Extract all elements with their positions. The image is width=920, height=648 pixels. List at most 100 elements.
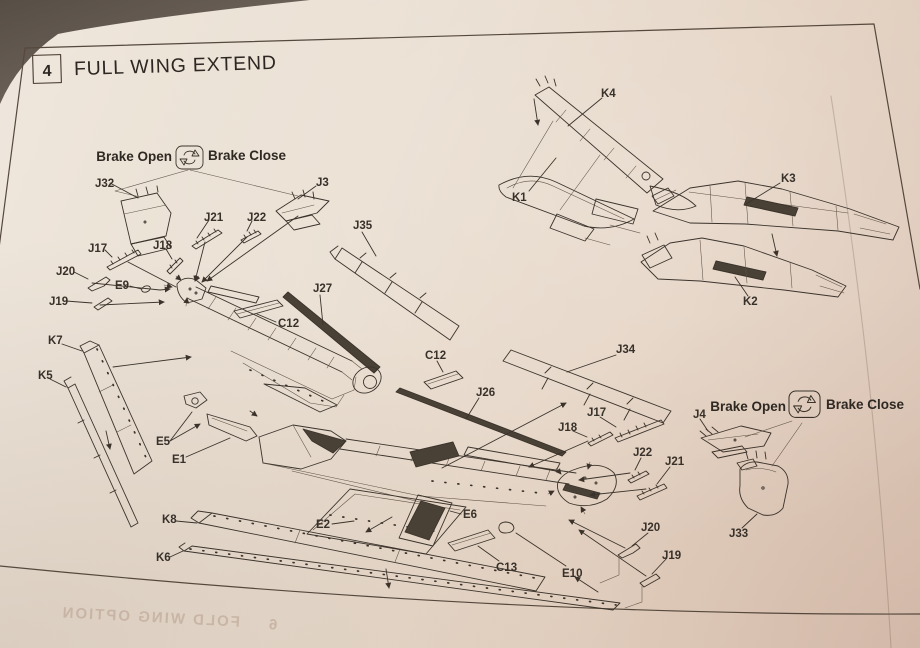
part-label-j17-left: J17: [88, 243, 107, 255]
part-drawing-j20-right: [599, 543, 641, 584]
part-label-j34: J34: [616, 344, 636, 356]
part-drawing-j21-left: [191, 228, 223, 250]
part-label-k6: K6: [156, 552, 171, 564]
brake-close-label: Brake Close: [826, 397, 905, 412]
part-drawing-e6: [398, 494, 453, 547]
leader-lines: [49, 97, 781, 575]
part-drawing-j17-left: [106, 249, 142, 271]
part-drawing-e2: [306, 488, 467, 555]
page-title: FULL WING EXTEND: [74, 52, 277, 80]
part-drawing-j27: [282, 291, 381, 374]
part-label-c13: C13: [496, 562, 517, 574]
part-label-j3: J3: [316, 177, 329, 189]
part-drawing-j19-right: [624, 573, 661, 609]
part-label-j22-right: J22: [633, 447, 652, 459]
legend-line-to-j3: [189, 169, 299, 197]
part-drawing-k7: [79, 340, 153, 475]
part-drawing-e9: [141, 285, 151, 293]
part-label-k3: K3: [781, 173, 796, 185]
part-label-j19-right: J19: [662, 550, 681, 562]
part-drawing-j21-right: [636, 483, 668, 501]
part-drawing-j22-left: [240, 229, 262, 244]
part-drawing-c13: [447, 529, 496, 552]
part-label-e2: E2: [316, 519, 330, 531]
part-label-e9: E9: [115, 280, 129, 292]
connector-lines-right: [515, 440, 647, 577]
part-drawing-j33: [736, 450, 789, 516]
part-label-j33: J33: [729, 528, 748, 540]
legend-line-to-j32: [114, 169, 189, 198]
part-label-e1: E1: [172, 454, 187, 466]
part-label-c12-left: C12: [278, 318, 299, 330]
part-drawing-j32: [120, 185, 172, 257]
part-label-k8: K8: [162, 514, 177, 526]
brake-open-label: Brake Open: [96, 149, 172, 164]
part-label-j21-right: J21: [665, 456, 685, 468]
rotate-icon: [788, 390, 821, 418]
part-drawing-j20-left: [87, 276, 111, 292]
part-label-k4: K4: [601, 88, 616, 100]
part-label-j26: J26: [476, 387, 495, 399]
panel-frame-bottom: [0, 565, 920, 615]
legend-line-to-j33: [771, 422, 803, 467]
part-label-j19-left: J19: [49, 296, 68, 308]
part-label-j18-right: J18: [558, 422, 578, 434]
rotate-icon: [175, 145, 204, 170]
brake-legend-left: Brake Open Brake Close: [96, 145, 299, 198]
part-label-k7: K7: [48, 335, 63, 347]
assembly-left-wing: [163, 274, 382, 442]
part-label-e10: E10: [562, 568, 582, 580]
assembly-k1-k4: [498, 75, 697, 246]
part-label-j27: J27: [313, 283, 332, 295]
table-background: [0, 0, 310, 104]
part-label-j17-right: J17: [587, 407, 606, 419]
part-drawing-c12-center: [423, 370, 464, 390]
part-drawing-k8: [190, 510, 546, 592]
part-drawing-k6: [178, 542, 621, 611]
part-label-c12-center: C12: [425, 350, 446, 362]
step-header: 4 FULL WING EXTEND: [31, 52, 277, 85]
part-drawing-j35: [329, 245, 460, 341]
part-drawing-j18-right: [587, 431, 614, 447]
part-label-k5: K5: [38, 370, 53, 382]
step-number-box: [31, 53, 63, 85]
bleedthrough-step-number: 6: [266, 616, 277, 634]
part-label-k1: K1: [512, 192, 527, 204]
part-drawing-j34: [502, 349, 672, 424]
part-label-j20-right: J20: [641, 522, 660, 534]
part-label-j18-left: J18: [153, 240, 173, 252]
panel-frame: [0, 23, 920, 290]
part-label-e6: E6: [463, 509, 477, 521]
part-drawing-j3: [275, 189, 330, 231]
connector-lines-left: [91, 215, 299, 306]
part-drawing-e10: [498, 521, 515, 534]
part-drawing-j18-left: [166, 257, 184, 275]
part-label-j20-left: J20: [56, 266, 75, 278]
part-drawing-j4: [699, 425, 772, 459]
assembly-k2-k3: [640, 180, 900, 298]
assembly-arrows: [105, 98, 779, 593]
brake-close-label: Brake Close: [208, 148, 287, 163]
brake-legend-right: Brake Open Brake Close: [710, 390, 905, 467]
part-drawing-j26: [395, 387, 567, 457]
part-drawing-j17-right: [614, 419, 665, 443]
legend-line-to-j4: [744, 420, 793, 438]
part-drawing-j19-left: [93, 297, 113, 311]
part-label-j35: J35: [353, 220, 373, 232]
bleedthrough-text: FOLD WING OPTION 6: [60, 604, 277, 634]
paper-crease: [830, 95, 892, 648]
brake-open-label: Brake Open: [710, 399, 786, 414]
part-drawing-c12-left: [233, 299, 284, 319]
part-label-j22-left: J22: [247, 212, 266, 224]
assembly-right-wing: [258, 424, 617, 515]
part-drawing-k5: [63, 376, 139, 528]
bleedthrough-title: FOLD WING OPTION: [60, 604, 240, 630]
part-label-j21-left: J21: [204, 212, 224, 224]
part-label-k2: K2: [743, 296, 758, 308]
part-label-j4: J4: [693, 409, 706, 421]
part-label-j32: J32: [95, 178, 114, 190]
step-number: 4: [42, 63, 52, 80]
part-label-e5: E5: [156, 436, 171, 448]
